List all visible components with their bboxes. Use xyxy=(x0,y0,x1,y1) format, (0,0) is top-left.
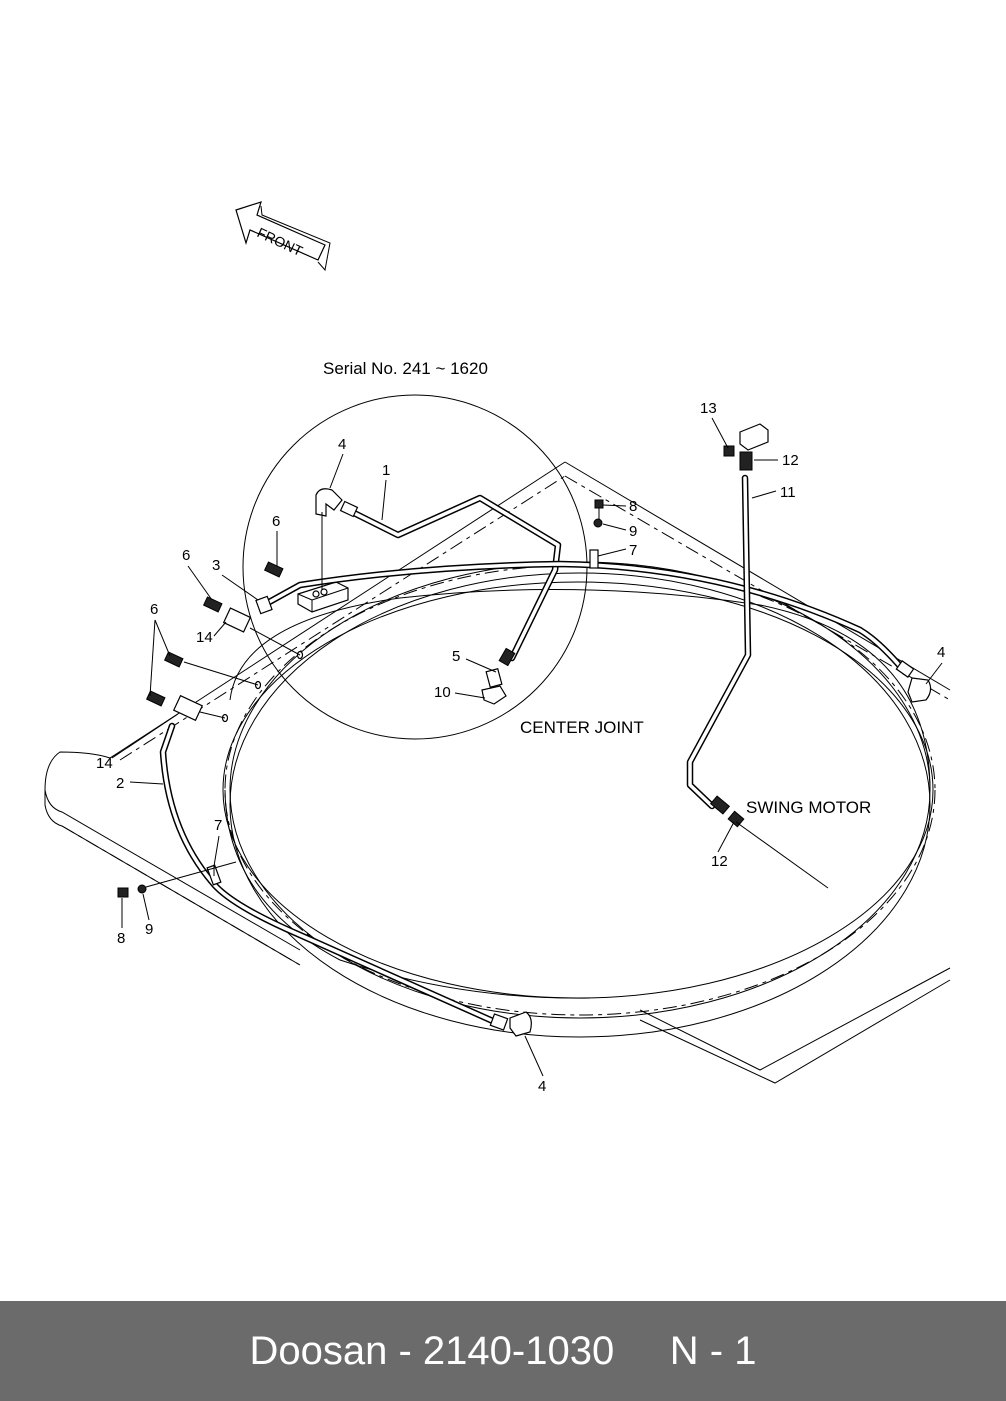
callout-4-right: 4 xyxy=(937,644,945,661)
elbow-fitting-4-top xyxy=(315,488,359,518)
center-joint-label: CENTER JOINT xyxy=(520,718,644,737)
pipe-2 xyxy=(159,560,909,1026)
callout-4-top: 4 xyxy=(338,436,346,453)
callout-6-b: 6 xyxy=(182,547,190,564)
connector-5 xyxy=(498,647,516,667)
tee-fitting-14-b xyxy=(172,694,204,722)
swing-motor-label: SWING MOTOR xyxy=(746,798,871,817)
pipe-11 xyxy=(686,474,752,810)
callout-14-a: 14 xyxy=(196,629,213,646)
callout-8-right: 8 xyxy=(629,498,637,515)
washer-9-left xyxy=(137,884,147,894)
callout-6-c: 6 xyxy=(150,601,158,618)
elbow-10 xyxy=(481,667,507,705)
fitting-6-b xyxy=(202,596,223,613)
footer-bar: Doosan - 2140-1030 N - 1 xyxy=(0,1301,1006,1401)
callout-12-bottom: 12 xyxy=(711,853,728,870)
elbow-fitting-4-bottom xyxy=(489,1011,532,1037)
fitting-12-bottom xyxy=(709,795,745,828)
callout-2: 2 xyxy=(116,775,124,792)
serial-number-note: Serial No. 241 ~ 1620 xyxy=(323,359,488,378)
callout-12-top: 12 xyxy=(782,452,799,469)
callout-4-bottom: 4 xyxy=(538,1078,546,1095)
callout-10: 10 xyxy=(434,684,451,701)
callout-3: 3 xyxy=(212,557,220,574)
frame-outline xyxy=(44,461,951,1084)
fitting-12-top xyxy=(739,451,753,471)
footer-text: Doosan - 2140-1030 N - 1 xyxy=(249,1329,757,1373)
callout-11: 11 xyxy=(780,484,796,501)
callout-8-left: 8 xyxy=(117,930,125,947)
front-arrow-icon: FRONT xyxy=(235,201,331,272)
clip-7-right xyxy=(589,549,599,569)
callout-7-right: 7 xyxy=(629,542,637,559)
fitting-6-c xyxy=(163,651,184,668)
callout-5: 5 xyxy=(452,648,460,665)
parts-diagram: FRONT Serial No. 241 ~ 1620 xyxy=(44,201,951,1095)
callout-14-b: 14 xyxy=(96,755,113,772)
fitting-6-a xyxy=(263,561,284,578)
callout-1: 1 xyxy=(382,462,390,479)
callout-6-a: 6 xyxy=(272,513,280,530)
callout-7-left: 7 xyxy=(214,817,222,834)
adapter-3 xyxy=(255,595,273,615)
callout-9-left: 9 xyxy=(145,921,153,938)
tee-fitting-14-a xyxy=(222,607,252,633)
bolt-8-right xyxy=(594,499,604,520)
assembly-lines xyxy=(145,512,829,889)
leader-lines xyxy=(111,417,943,1077)
tee-13 xyxy=(723,423,769,457)
pipe-1 xyxy=(348,494,562,662)
callout-9-right: 9 xyxy=(629,523,637,540)
fitting-6-d xyxy=(145,690,166,707)
elbow-fitting-4-right xyxy=(895,660,932,703)
bolt-8-left xyxy=(117,887,129,898)
callout-13: 13 xyxy=(700,400,717,417)
washer-9-right xyxy=(593,518,603,528)
